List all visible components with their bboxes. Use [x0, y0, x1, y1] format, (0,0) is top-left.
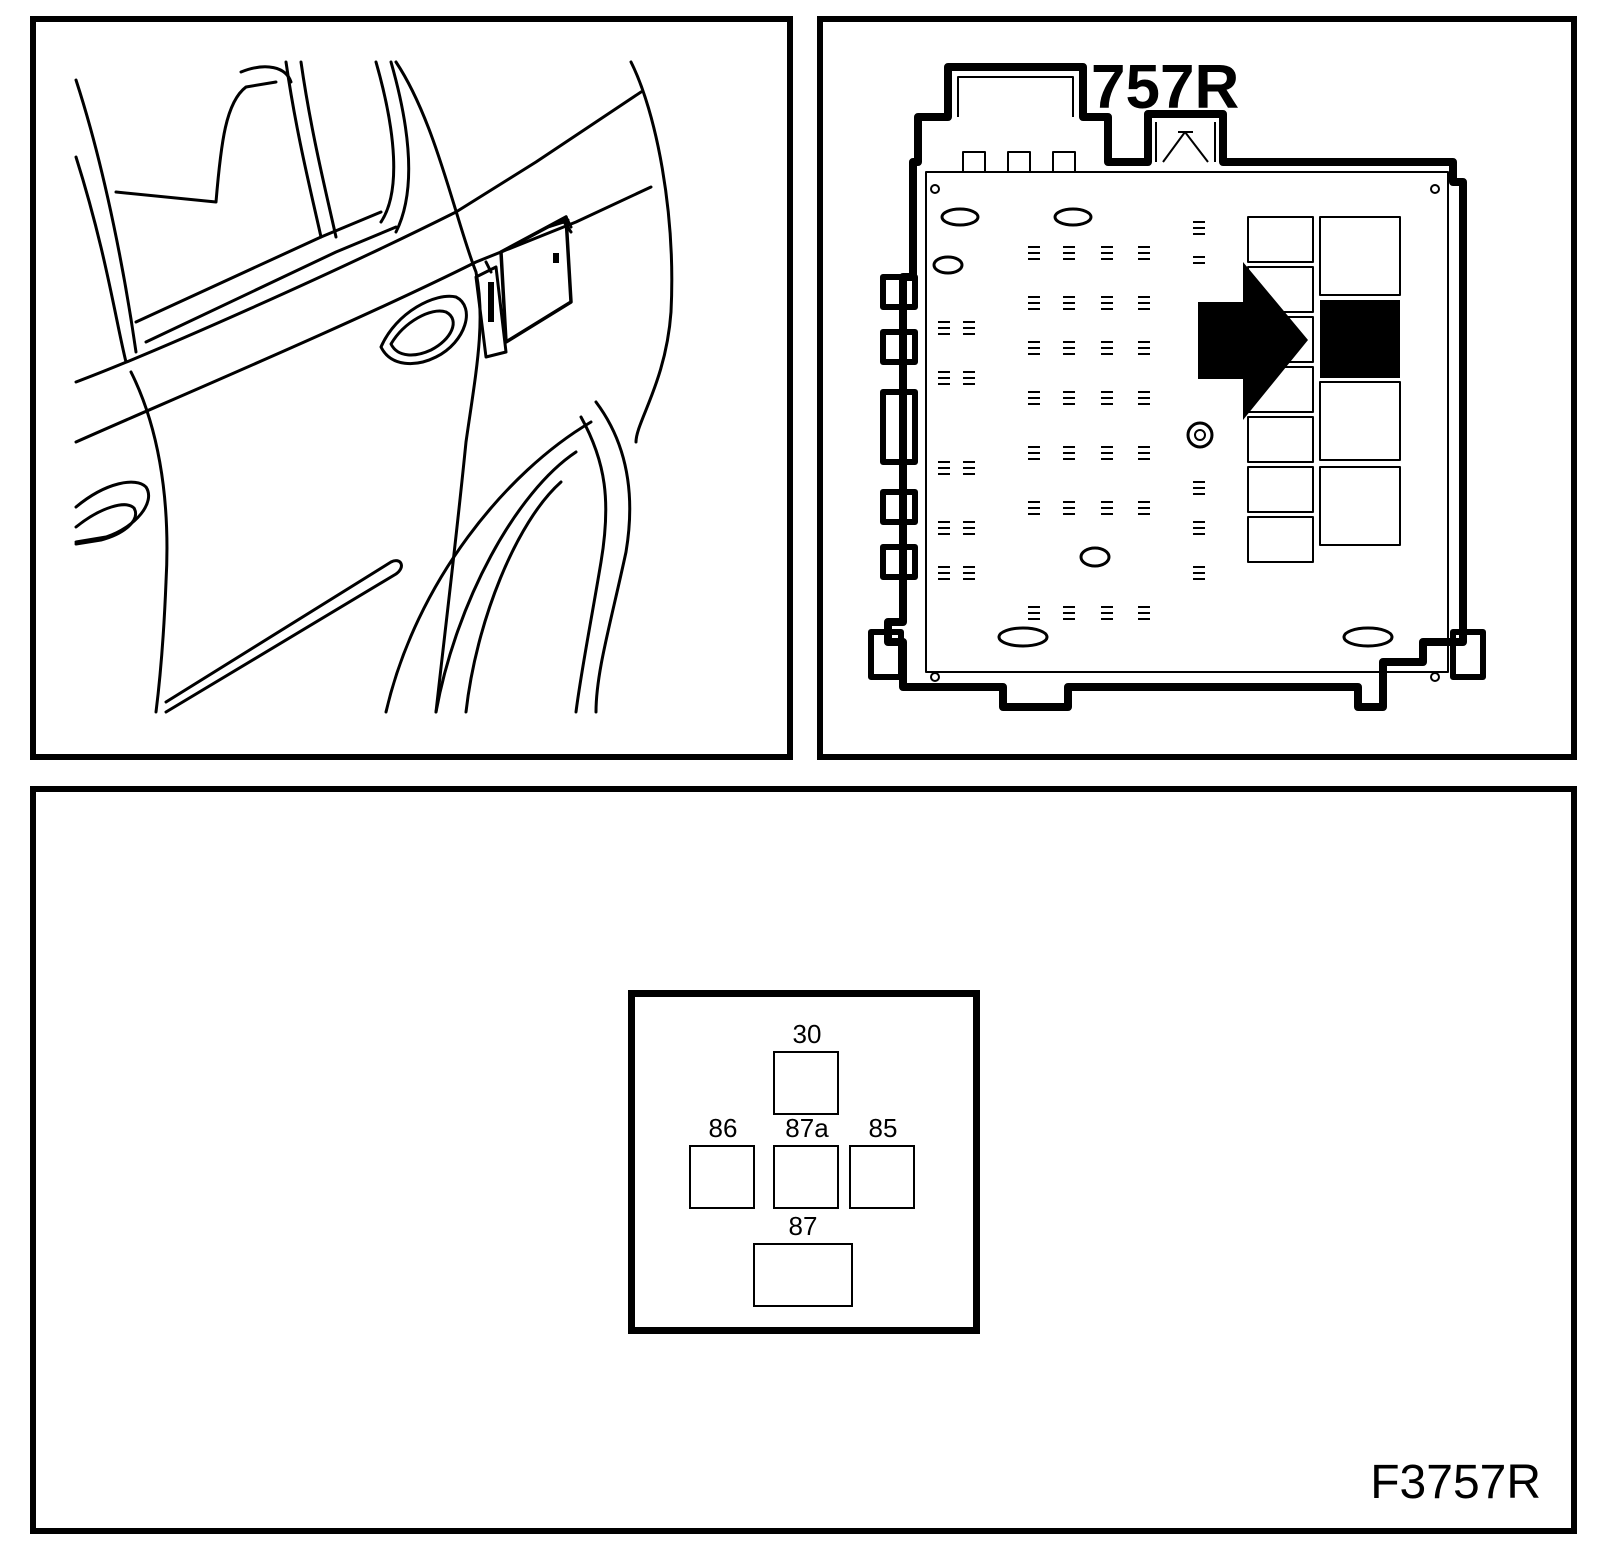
- relay-ref-label: 757R: [1091, 53, 1239, 122]
- car-location-panel: [30, 16, 793, 760]
- terminal-86: [689, 1145, 755, 1209]
- terminal-85-label: 85: [868, 1113, 898, 1143]
- terminal-87: [753, 1243, 853, 1307]
- figure-code: F3757R: [1370, 1456, 1541, 1509]
- terminal-30-label: 30: [792, 1019, 822, 1049]
- relay-terminal-panel: 30 86 87a 85 87 F3757R: [30, 786, 1577, 1534]
- car-side-illustration: [74, 60, 674, 714]
- relay-terminal-diagram: 30 86 87a 85 87: [628, 990, 980, 1334]
- terminal-86-label: 86: [708, 1113, 738, 1143]
- terminal-87-label: 87: [788, 1211, 818, 1241]
- fusebox-panel: 757R: [817, 16, 1577, 760]
- fusebox-diagram: 757R: [868, 53, 1486, 711]
- terminal-30: [773, 1051, 839, 1115]
- terminal-85: [849, 1145, 915, 1209]
- terminal-87a: [773, 1145, 839, 1209]
- terminal-87a-label: 87a: [785, 1113, 829, 1143]
